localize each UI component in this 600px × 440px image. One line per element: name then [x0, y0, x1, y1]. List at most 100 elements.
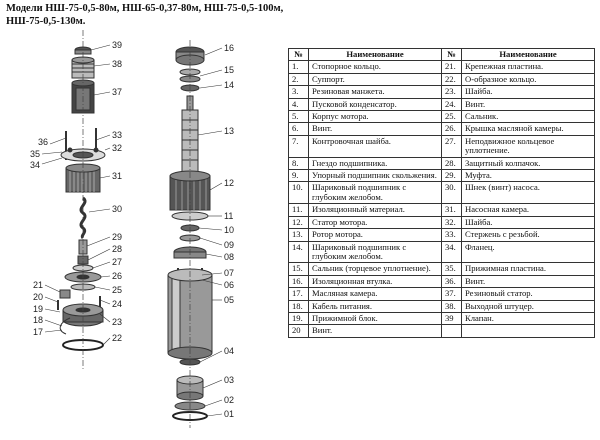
part-name: Статор мотора.	[308, 215, 442, 230]
callout-03: 03	[224, 375, 234, 385]
part-name: Суппорт.	[308, 72, 442, 87]
callout-18: 18	[33, 315, 43, 325]
callout-24: 24	[112, 299, 122, 309]
part-name: Корпус мотора.	[308, 110, 442, 124]
table-row: 14.Шариковый подшипник с глубоким желобо…	[288, 240, 595, 264]
part-number: 23.	[441, 85, 462, 99]
table-row: 16.Изоляционная втулка.36.Винт.	[288, 274, 595, 289]
part-number: 10.	[288, 181, 309, 205]
part-number: 6.	[288, 122, 309, 136]
part-name: Контровочная шайба.	[308, 134, 442, 158]
part-number: 15.	[288, 262, 309, 276]
parts-table-header: № Наименование № Наименование	[288, 47, 595, 62]
part-name: Изоляционный материал.	[308, 203, 442, 217]
callout-09: 09	[224, 240, 234, 250]
callout-17: 17	[33, 327, 43, 337]
callout-37: 37	[112, 87, 122, 97]
callout-25: 25	[112, 285, 122, 295]
callout-06: 06	[224, 280, 234, 290]
table-row: 6.Винт.26.Крышка масляной камеры.	[288, 122, 595, 136]
callout-13: 13	[224, 126, 234, 136]
drawing-title: Модели НШ-75-0,5-80м, НШ-65-0,37-80м, НШ…	[6, 3, 284, 27]
part-number: 8.	[288, 156, 309, 171]
part-name: Сальник.	[461, 110, 595, 124]
part-number: 18.	[288, 299, 309, 313]
table-row: 8.Гнездо подшипника.28.Защитный колпачок…	[288, 156, 595, 171]
callout-12: 12	[224, 178, 234, 188]
part-number: 22.	[441, 72, 462, 87]
part-number: 38.	[441, 299, 462, 313]
part-number: 37.	[441, 287, 462, 301]
callout-22: 22	[112, 333, 122, 343]
callout-01: 01	[224, 409, 234, 419]
part-name: Крышка масляной камеры.	[461, 122, 595, 136]
header-number: №	[441, 47, 462, 62]
callout-31: 31	[112, 171, 122, 181]
part-name: Шариковый подшипник с глубоким желобом.	[308, 240, 442, 264]
callout-16: 16	[224, 43, 234, 53]
callout-26: 26	[112, 271, 122, 281]
part-number: 2.	[288, 72, 309, 87]
part-name: Защитный колпачок.	[461, 156, 595, 171]
part-number: 3.	[288, 85, 309, 99]
part-name: Сальник (торцевое уплотнение).	[308, 262, 442, 276]
callout-33: 33	[112, 130, 122, 140]
part-number: 27.	[441, 134, 462, 158]
callout-29: 29	[112, 232, 122, 242]
part-number: 16.	[288, 274, 309, 289]
callout-05: 05	[224, 295, 234, 305]
part-number: 19.	[288, 311, 309, 326]
part-name: Упорный подшипник скольжения.	[308, 169, 442, 183]
part-name: Винт.	[308, 324, 442, 338]
part-number: 5.	[288, 110, 309, 124]
callout-39: 39	[112, 40, 122, 50]
table-row: 13.Ротор мотора.33.Стержень с резьбой.	[288, 228, 595, 242]
part-number: 32.	[441, 215, 462, 230]
part-number: 33.	[441, 228, 462, 242]
part-name: Ротор мотора.	[308, 228, 442, 242]
part-name: О-образное кольцо.	[461, 72, 595, 87]
table-row: 12.Статор мотора.32.Шайба.	[288, 215, 595, 230]
part-name: Выходной штуцер.	[461, 299, 595, 313]
part-number: 1.	[288, 60, 309, 74]
part-name: Шнек (винт) насоса.	[461, 181, 595, 205]
part-number	[441, 324, 462, 338]
callout-23: 23	[112, 317, 122, 327]
part-number: 26.	[441, 122, 462, 136]
part-name: Насосная камера.	[461, 203, 595, 217]
callout-08: 08	[224, 252, 234, 262]
callout-04: 04	[224, 346, 234, 356]
table-row: 4.Пусковой конденсатор.24.Винт.	[288, 97, 595, 112]
header-number: №	[288, 47, 309, 62]
part-name: Неподвижное кольцевое уплотнение.	[461, 134, 595, 158]
callout-19: 19	[33, 304, 43, 314]
part-name: Гнездо подшипника.	[308, 156, 442, 171]
callout-15: 15	[224, 65, 234, 75]
part-number: 35.	[441, 262, 462, 276]
part-name: Резиновая манжета.	[308, 85, 442, 99]
table-row: 3.Резиновая манжета.23.Шайба.	[288, 85, 595, 99]
part-name: Прижимной блок.	[308, 311, 442, 326]
header-name: Наименование	[461, 47, 595, 62]
parts-table: № Наименование № Наименование 1.Стопорно…	[288, 47, 595, 338]
table-row: 5.Корпус мотора.25.Сальник.	[288, 110, 595, 124]
part-name: Винт.	[461, 274, 595, 289]
callout-27: 27	[112, 257, 122, 267]
part-number: 21.	[441, 60, 462, 74]
part-name: Клапан.	[461, 311, 595, 326]
part-number: 34.	[441, 240, 462, 264]
header-name: Наименование	[308, 47, 442, 62]
callout-28: 28	[112, 244, 122, 254]
callout-21: 21	[33, 280, 43, 290]
callout-10: 10	[224, 225, 234, 235]
table-row: 10.Шариковый подшипник с глубоким желобо…	[288, 181, 595, 205]
callout-30: 30	[112, 204, 122, 214]
table-row: 18.Кабель питания.38.Выходной штуцер.	[288, 299, 595, 313]
callout-32: 32	[112, 143, 122, 153]
callout-36: 36	[38, 137, 48, 147]
part-number: 39	[441, 311, 462, 326]
part-name	[461, 324, 595, 338]
part-name: Резиновый статор.	[461, 287, 595, 301]
table-row: 7.Контровочная шайба.27.Неподвижное коль…	[288, 134, 595, 158]
part-number: 9.	[288, 169, 309, 183]
